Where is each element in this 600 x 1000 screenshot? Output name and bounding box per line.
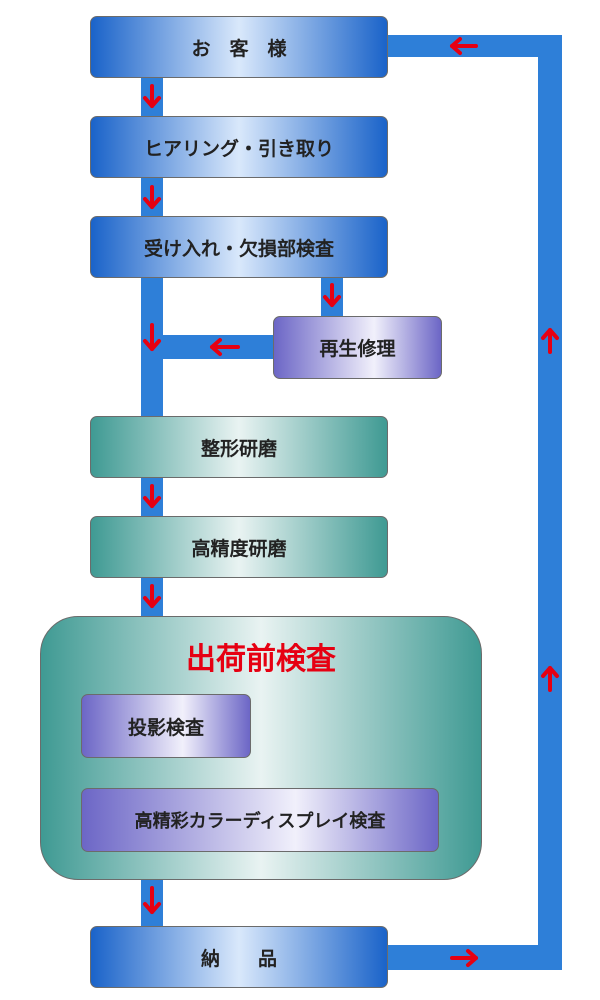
node-intake-label: 受け入れ・欠損部検査 xyxy=(143,237,334,260)
node-precision: 高精度研磨 xyxy=(90,516,388,578)
node-intake: 受け入れ・欠損部検査 xyxy=(90,216,388,278)
node-display-label: 高精彩カラーディスプレイ検査 xyxy=(134,811,386,832)
node-customer: お 客 様 xyxy=(90,16,388,78)
arrow-down-repair xyxy=(323,283,341,307)
node-precision-label: 高精度研磨 xyxy=(191,537,287,560)
node-projection: 投影検査 xyxy=(81,694,251,758)
arrow-down-7 xyxy=(143,886,161,914)
node-shaping-label: 整形研磨 xyxy=(200,437,277,460)
arrow-up-1 xyxy=(541,328,559,354)
node-repair-label: 再生修理 xyxy=(319,338,396,360)
arrow-down-4 xyxy=(143,484,161,508)
node-delivery-label: 納 品 xyxy=(200,947,277,970)
node-delivery: 納 品 xyxy=(90,926,388,988)
arrow-left-top xyxy=(450,37,478,55)
node-hearing-label: ヒアリング・引き取り xyxy=(143,137,334,160)
node-customer-label: お 客 様 xyxy=(191,37,287,60)
arrow-down-3 xyxy=(143,323,161,351)
arrow-up-2 xyxy=(541,666,559,692)
node-display: 高精彩カラーディスプレイ検査 xyxy=(81,788,439,852)
arrow-down-1 xyxy=(143,84,161,108)
arrow-down-2 xyxy=(143,185,161,209)
arrow-right-bottom xyxy=(450,949,478,967)
arrow-left-repair xyxy=(210,338,240,356)
preship-title: 出荷前検査 xyxy=(186,642,336,677)
node-shaping: 整形研磨 xyxy=(90,416,388,478)
arrow-down-5 xyxy=(143,584,161,608)
node-projection-label: 投影検査 xyxy=(127,716,204,739)
node-hearing: ヒアリング・引き取り xyxy=(90,116,388,178)
connector-loop-right xyxy=(538,35,562,970)
node-repair: 再生修理 xyxy=(273,316,442,379)
